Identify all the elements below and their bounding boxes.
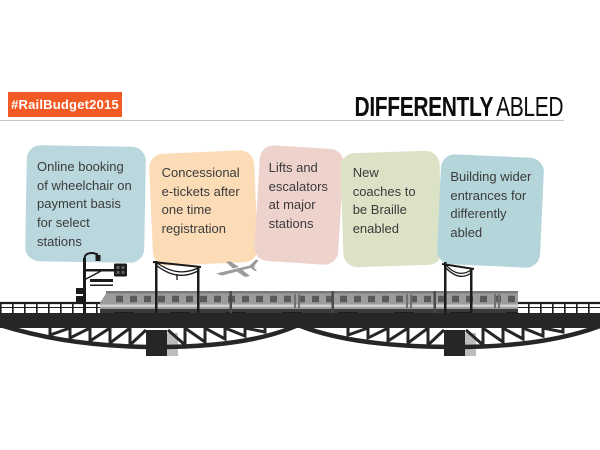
card-online-booking: Online booking of wheelchair on payment …: [24, 144, 147, 264]
card-text: New coaches to be Braille enabled: [352, 165, 416, 237]
bridge-icon: [0, 313, 600, 356]
card-concessional-etickets: Concessional e-tickets after one time re…: [148, 149, 259, 267]
catenary-mast-icon: [152, 261, 202, 313]
card-lifts-escalators: Lifts and escalators at major stations: [253, 144, 345, 266]
train-icon: [100, 291, 518, 317]
card-text: Online booking of wheelchair on payment …: [37, 159, 132, 249]
airplane-icon: [216, 259, 259, 277]
catenary-mast-icon: [441, 262, 475, 313]
page-title-bold: DIFFERENTLY: [354, 91, 494, 122]
signal-post-icon: [76, 251, 127, 313]
card-text: Concessional e-tickets after one time re…: [161, 165, 240, 237]
header-divider: [0, 120, 564, 121]
hashtag-badge: #RailBudget2015: [8, 92, 122, 117]
page-title-light: ABLED: [496, 91, 563, 122]
card-text: Building wider entrances for differently…: [450, 169, 532, 241]
bridge-train-illustration: [0, 251, 600, 356]
card-text: Lifts and escalators at major stations: [268, 160, 328, 232]
